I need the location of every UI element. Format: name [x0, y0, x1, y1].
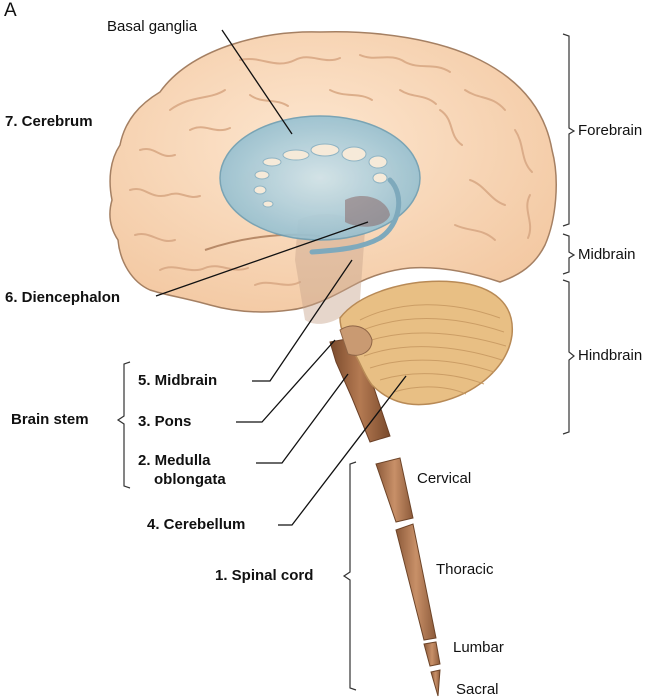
label-spinal-cord: 1. Spinal cord	[215, 567, 314, 584]
label-pons: 3. Pons	[138, 413, 192, 430]
spinal-cervical	[375, 457, 414, 523]
cerebellum-folia	[357, 304, 507, 395]
label-medulla-line1: 2. Medulla	[138, 452, 211, 469]
leader-midbrain	[252, 259, 353, 382]
pons-shape	[339, 325, 373, 356]
label-thoracic: Thoracic	[436, 561, 494, 578]
leader-pons	[236, 339, 336, 423]
spinal-sacral	[430, 669, 441, 697]
division-brackets	[116, 33, 576, 691]
leader-diencephalon	[155, 221, 369, 297]
leader-lines	[155, 29, 407, 526]
spinal-cord-bracket	[342, 461, 357, 691]
panel-label: A	[4, 0, 17, 21]
forebrain-bracket	[562, 33, 576, 227]
label-midbrain-division: Midbrain	[578, 246, 636, 263]
spinal-cord	[375, 457, 441, 697]
label-forebrain: Forebrain	[578, 122, 643, 139]
midbrain-bracket	[562, 233, 576, 275]
label-cervical: Cervical	[417, 470, 472, 487]
hindbrain-bracket	[562, 279, 575, 435]
label-cerebellum: 4. Cerebellum	[147, 516, 246, 533]
spinal-lumbar	[423, 641, 441, 667]
label-basal-ganglia: Basal ganglia	[107, 18, 198, 35]
label-diencephalon: 6. Diencephalon	[5, 289, 121, 306]
thalamus-shape	[345, 195, 390, 227]
cerebrum-gyri	[129, 54, 533, 286]
brain-stem-bracket	[116, 361, 131, 489]
leader-basal-ganglia	[221, 29, 293, 135]
label-brain-stem: Brain stem	[11, 411, 89, 428]
label-hindbrain: Hindbrain	[578, 347, 643, 364]
label-medulla-line2: oblongata	[154, 471, 226, 488]
label-sacral: Sacral	[456, 681, 499, 698]
label-cerebrum: 7. Cerebrum	[5, 113, 93, 130]
leader-medulla	[256, 373, 349, 464]
label-lumbar: Lumbar	[453, 639, 504, 656]
leader-cerebellum	[278, 375, 407, 526]
caudate-tail	[309, 177, 402, 255]
label-midbrain: 5. Midbrain	[138, 372, 218, 389]
basal-ganglia-nuclei	[253, 143, 388, 208]
spinal-thoracic	[395, 523, 437, 641]
